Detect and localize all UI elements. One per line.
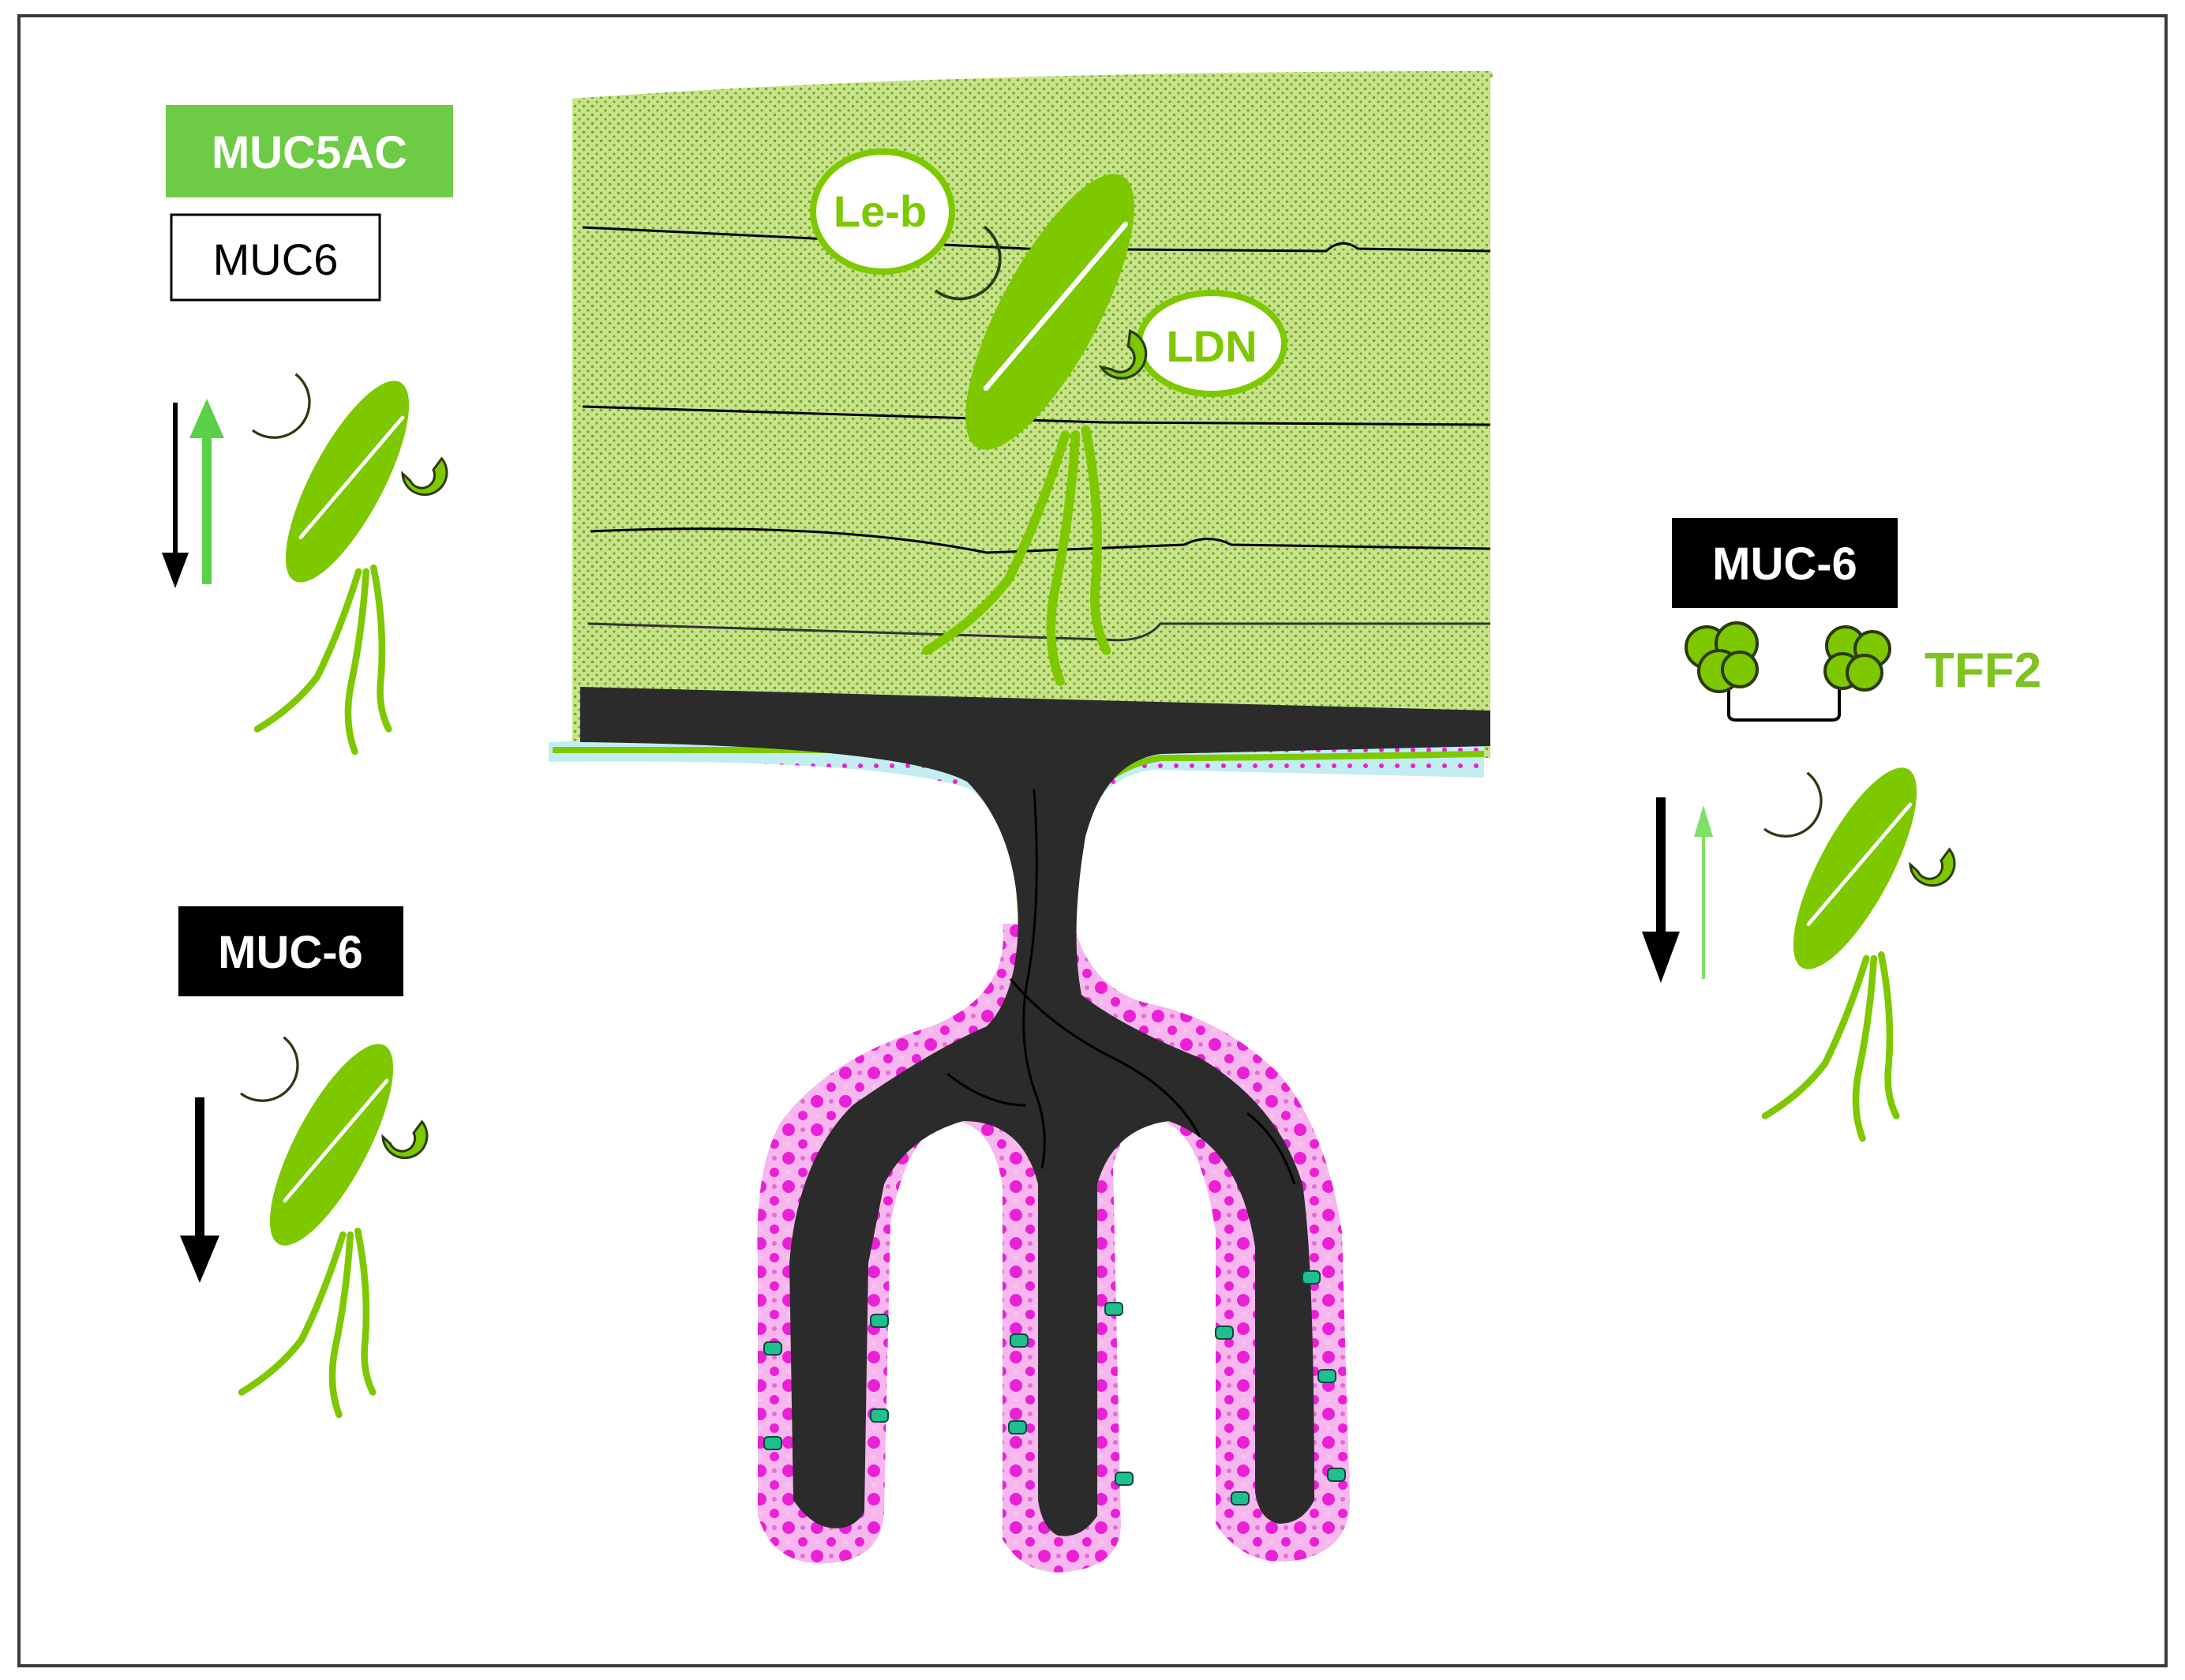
up-arrow-icon: [1694, 805, 1713, 979]
muc5ac-label: MUC5AC: [212, 127, 407, 178]
down-arrow-icon: [180, 1097, 219, 1283]
muc6-black-box-left: MUC-6: [178, 906, 403, 996]
tff2-label: TFF2: [1925, 643, 2041, 698]
le-b-label: Le-b: [834, 186, 927, 236]
ldn-label: LDN: [1166, 321, 1257, 371]
down-arrow-icon: [1642, 797, 1680, 983]
legend-muc5ac-box: MUC5AC: [166, 105, 453, 197]
ldn-receptor: LDN: [1136, 290, 1287, 397]
lumen-cracks: [946, 789, 1296, 1185]
muc6-right-label: MUC-6: [1712, 538, 1857, 590]
tff2-dimer-icon: [1685, 621, 1891, 722]
le-b-receptor: Le-b: [810, 148, 955, 275]
muc6-outline-label: MUC6: [213, 234, 339, 284]
teal-cells: [763, 1270, 1346, 1506]
down-arrow-icon: [162, 403, 189, 588]
legend-muc6-box: MUC6: [170, 213, 381, 302]
up-arrow-icon: [189, 399, 224, 584]
muc6-left-label: MUC-6: [218, 927, 363, 978]
gland-lumen: [580, 687, 1490, 1536]
muc6-black-box-right: MUC-6: [1672, 518, 1898, 608]
